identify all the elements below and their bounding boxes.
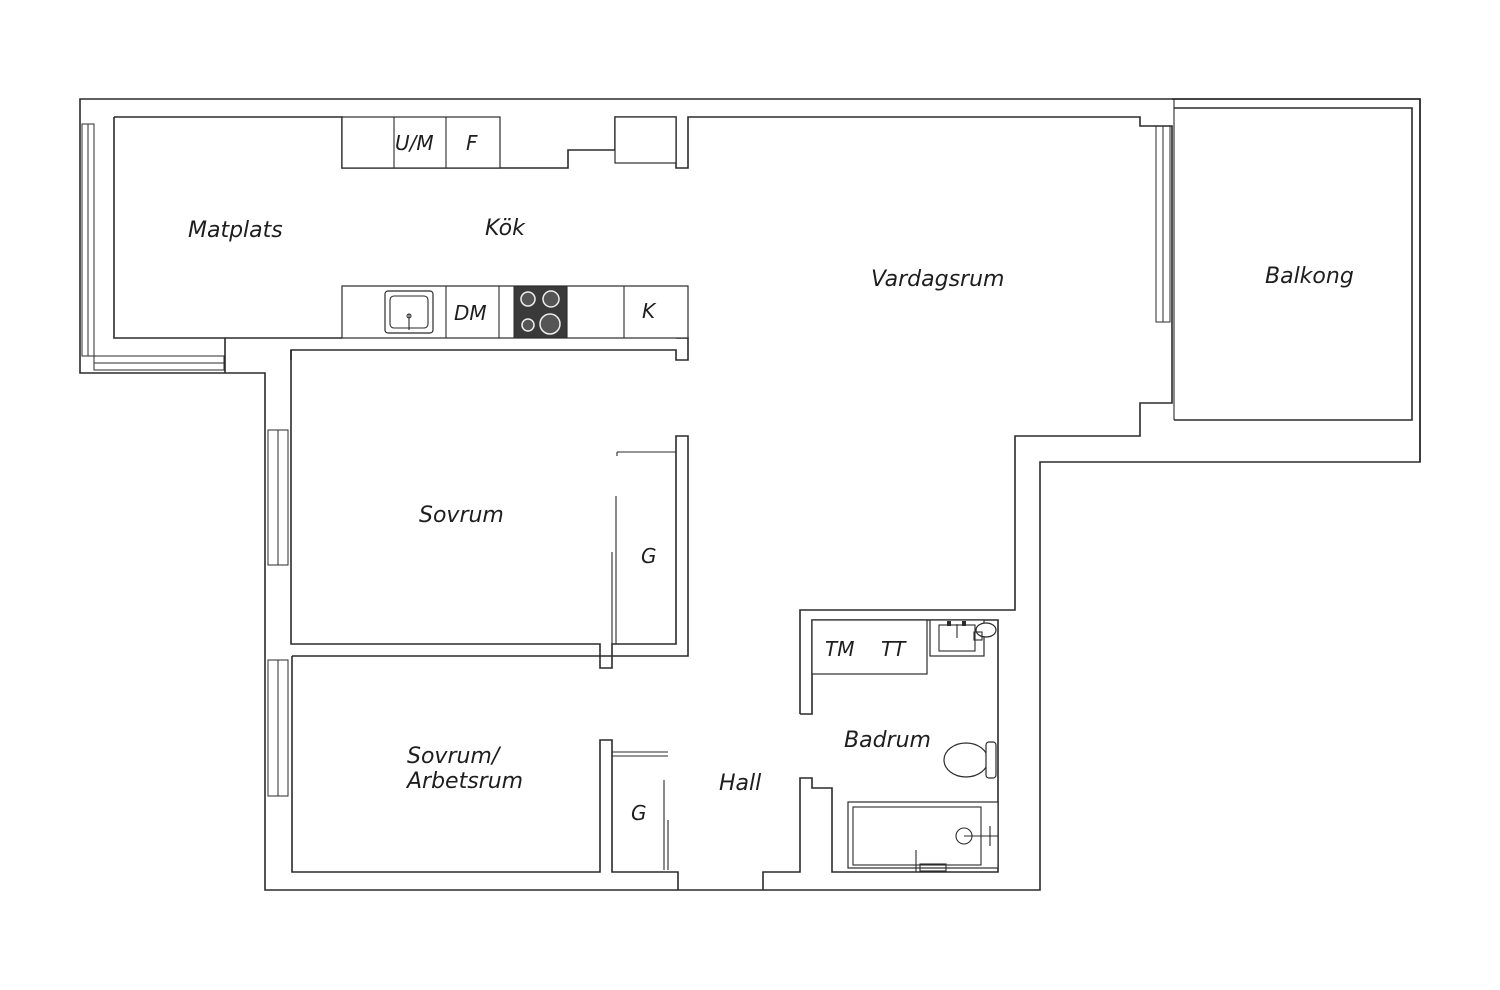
bathtub-icon bbox=[847, 801, 999, 872]
fixture-label-k: K bbox=[642, 299, 657, 323]
room-label-vardagsrum: Vardagsrum bbox=[871, 267, 1004, 292]
room-label-matplats: Matplats bbox=[188, 218, 283, 243]
cooktop-icon bbox=[513, 285, 568, 339]
balcony bbox=[1172, 98, 1421, 462]
fixture-label-tm: TM bbox=[825, 637, 854, 661]
room-label-sovrum: Sovrum bbox=[419, 503, 504, 528]
room-label-sovrum-arbetsrum-2: Arbetsrum bbox=[405, 769, 523, 794]
fixture-label-g2: G bbox=[631, 801, 647, 825]
fixture-label-f: F bbox=[466, 131, 478, 155]
room-label-balkong: Balkong bbox=[1265, 264, 1354, 289]
kitchen-sink-icon bbox=[384, 290, 434, 334]
room-labels: Matplats Kök Vardagsrum Balkong Sovrum S… bbox=[188, 216, 1354, 796]
shower-head-icon bbox=[973, 622, 997, 641]
room-label-sovrum-arbetsrum-1: Sovrum/ bbox=[407, 744, 502, 769]
bathroom-fixtures bbox=[811, 619, 999, 872]
fixture-labels: U/M F DM K G G TM TT bbox=[395, 131, 907, 825]
toilet-icon bbox=[943, 741, 997, 779]
fixture-label-dm: DM bbox=[454, 301, 487, 325]
fixture-label-g1: G bbox=[641, 544, 657, 568]
kitchen-fixtures bbox=[341, 116, 689, 339]
room-label-hall: Hall bbox=[719, 771, 761, 796]
fixture-label-tt: TT bbox=[881, 637, 907, 661]
windows bbox=[81, 123, 1171, 797]
room-label-kok: Kök bbox=[485, 216, 526, 241]
wash-basin-icon bbox=[929, 619, 985, 657]
fixture-label-um: U/M bbox=[395, 131, 434, 155]
room-label-badrum: Badrum bbox=[844, 728, 931, 753]
